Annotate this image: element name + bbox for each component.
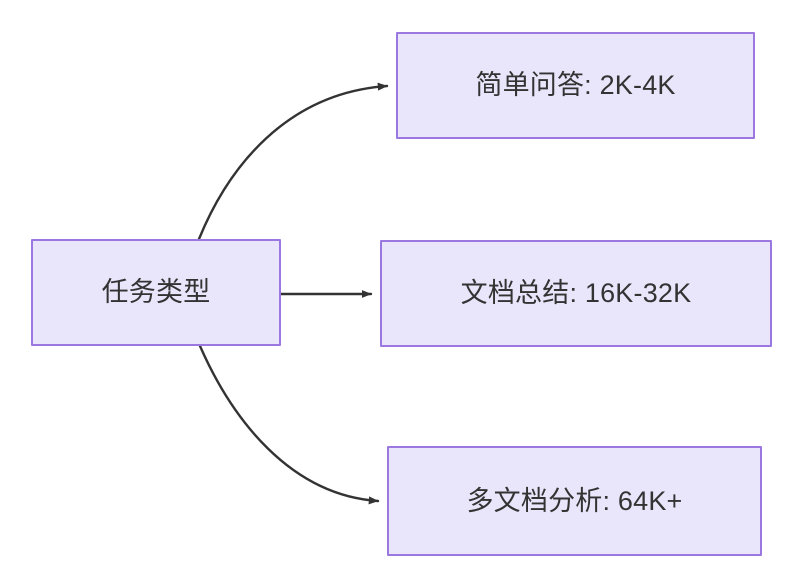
node-doc-summary-label: 文档总结: 16K-32K	[460, 278, 692, 309]
edge-source-to-simple-qa	[197, 82, 389, 241]
edge-source-to-multi-doc	[198, 344, 380, 505]
node-task-type-label: 任务类型	[101, 277, 211, 308]
node-simple-qa[interactable]: 简单问答: 2K-4K	[396, 32, 755, 139]
node-simple-qa-label: 简单问答: 2K-4K	[475, 70, 676, 101]
node-task-type[interactable]: 任务类型	[31, 239, 281, 346]
node-doc-summary[interactable]: 文档总结: 16K-32K	[380, 240, 772, 347]
node-multi-doc-label: 多文档分析: 64K+	[466, 485, 683, 516]
node-multi-doc[interactable]: 多文档分析: 64K+	[387, 446, 762, 556]
